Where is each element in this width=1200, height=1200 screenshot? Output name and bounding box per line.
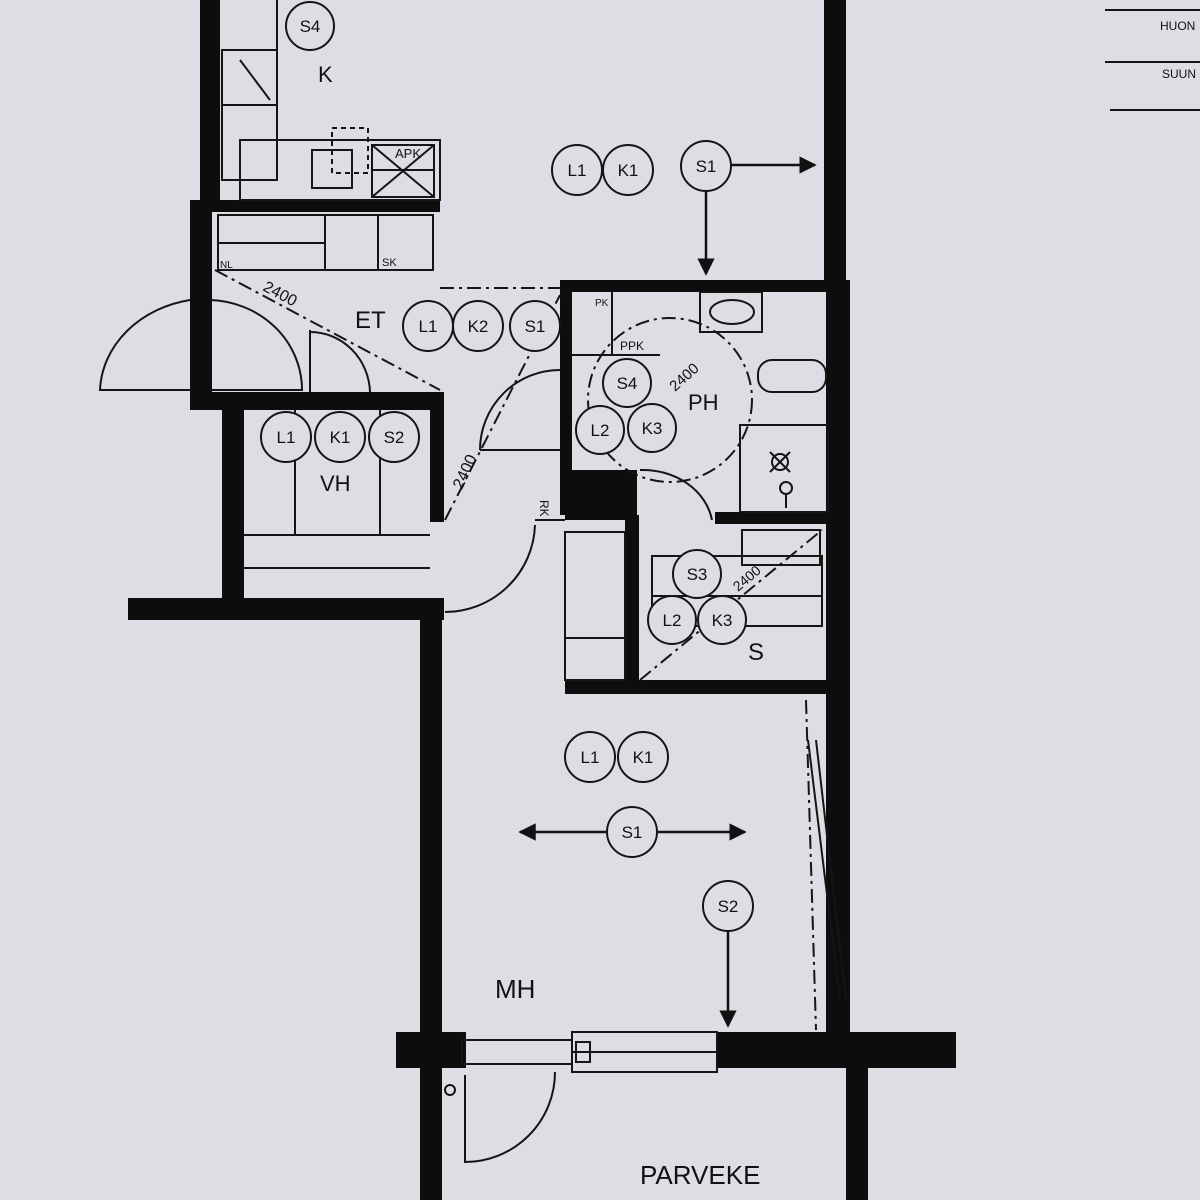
label-rk: RK [537, 500, 551, 517]
room-label-entry: ET [355, 307, 386, 334]
symbol-circles [260, 1, 754, 932]
symbol-vh-k1: K1 [330, 428, 351, 447]
room-label-wardrobe: VH [320, 471, 351, 496]
symbol-s-l2: L2 [663, 611, 682, 630]
symbol-et-l1: L1 [419, 317, 438, 336]
legend-line-2: SUUN [1162, 67, 1196, 81]
symbol-s-s3: S3 [687, 565, 708, 584]
symbol-s-k3: K3 [712, 611, 733, 630]
symbol-vh-s2: S2 [384, 428, 405, 447]
room-label-sauna: S [748, 639, 764, 666]
room-label-kitchen: K [318, 62, 333, 87]
label-pk: PK [595, 298, 609, 309]
label-sk: SK [382, 257, 397, 269]
symbol-ph-s4: S4 [617, 374, 638, 393]
symbol-s4-top: S4 [300, 17, 321, 36]
symbol-mh-s2: S2 [718, 897, 739, 916]
symbol-mh-s1: S1 [622, 823, 643, 842]
room-label-living-room: MH [495, 974, 535, 1004]
shower-icon [769, 451, 793, 508]
symbol-et-k2: K2 [468, 317, 489, 336]
symbol-ph-l2: L2 [591, 421, 610, 440]
label-nl: NL [220, 260, 233, 271]
room-label-balcony: PARVEKE [640, 1160, 760, 1190]
legend-lines [1105, 9, 1200, 111]
symbol-k-l1: L1 [568, 161, 587, 180]
airflow-arrows [518, 156, 817, 1028]
symbol-ph-k3: K3 [642, 419, 663, 438]
symbol-labels: S4 L1 K1 S1 L1 K2 S1 L1 K1 S2 S4 L2 K3 S… [277, 17, 739, 916]
symbol-vh-l1: L1 [277, 428, 296, 447]
symbol-mh-k1: K1 [633, 748, 654, 767]
label-apk: APK [395, 146, 421, 161]
symbol-k-k1: K1 [618, 161, 639, 180]
walls [128, 0, 956, 1200]
legend-line-1: HUON [1160, 19, 1195, 33]
label-ppk: PPK [620, 339, 644, 353]
room-label-bathroom: PH [688, 390, 719, 415]
symbol-mh-l1: L1 [581, 748, 600, 767]
symbol-et-s1: S1 [525, 317, 546, 336]
fixtures [98, 0, 847, 1164]
symbol-k-s1: S1 [696, 157, 717, 176]
